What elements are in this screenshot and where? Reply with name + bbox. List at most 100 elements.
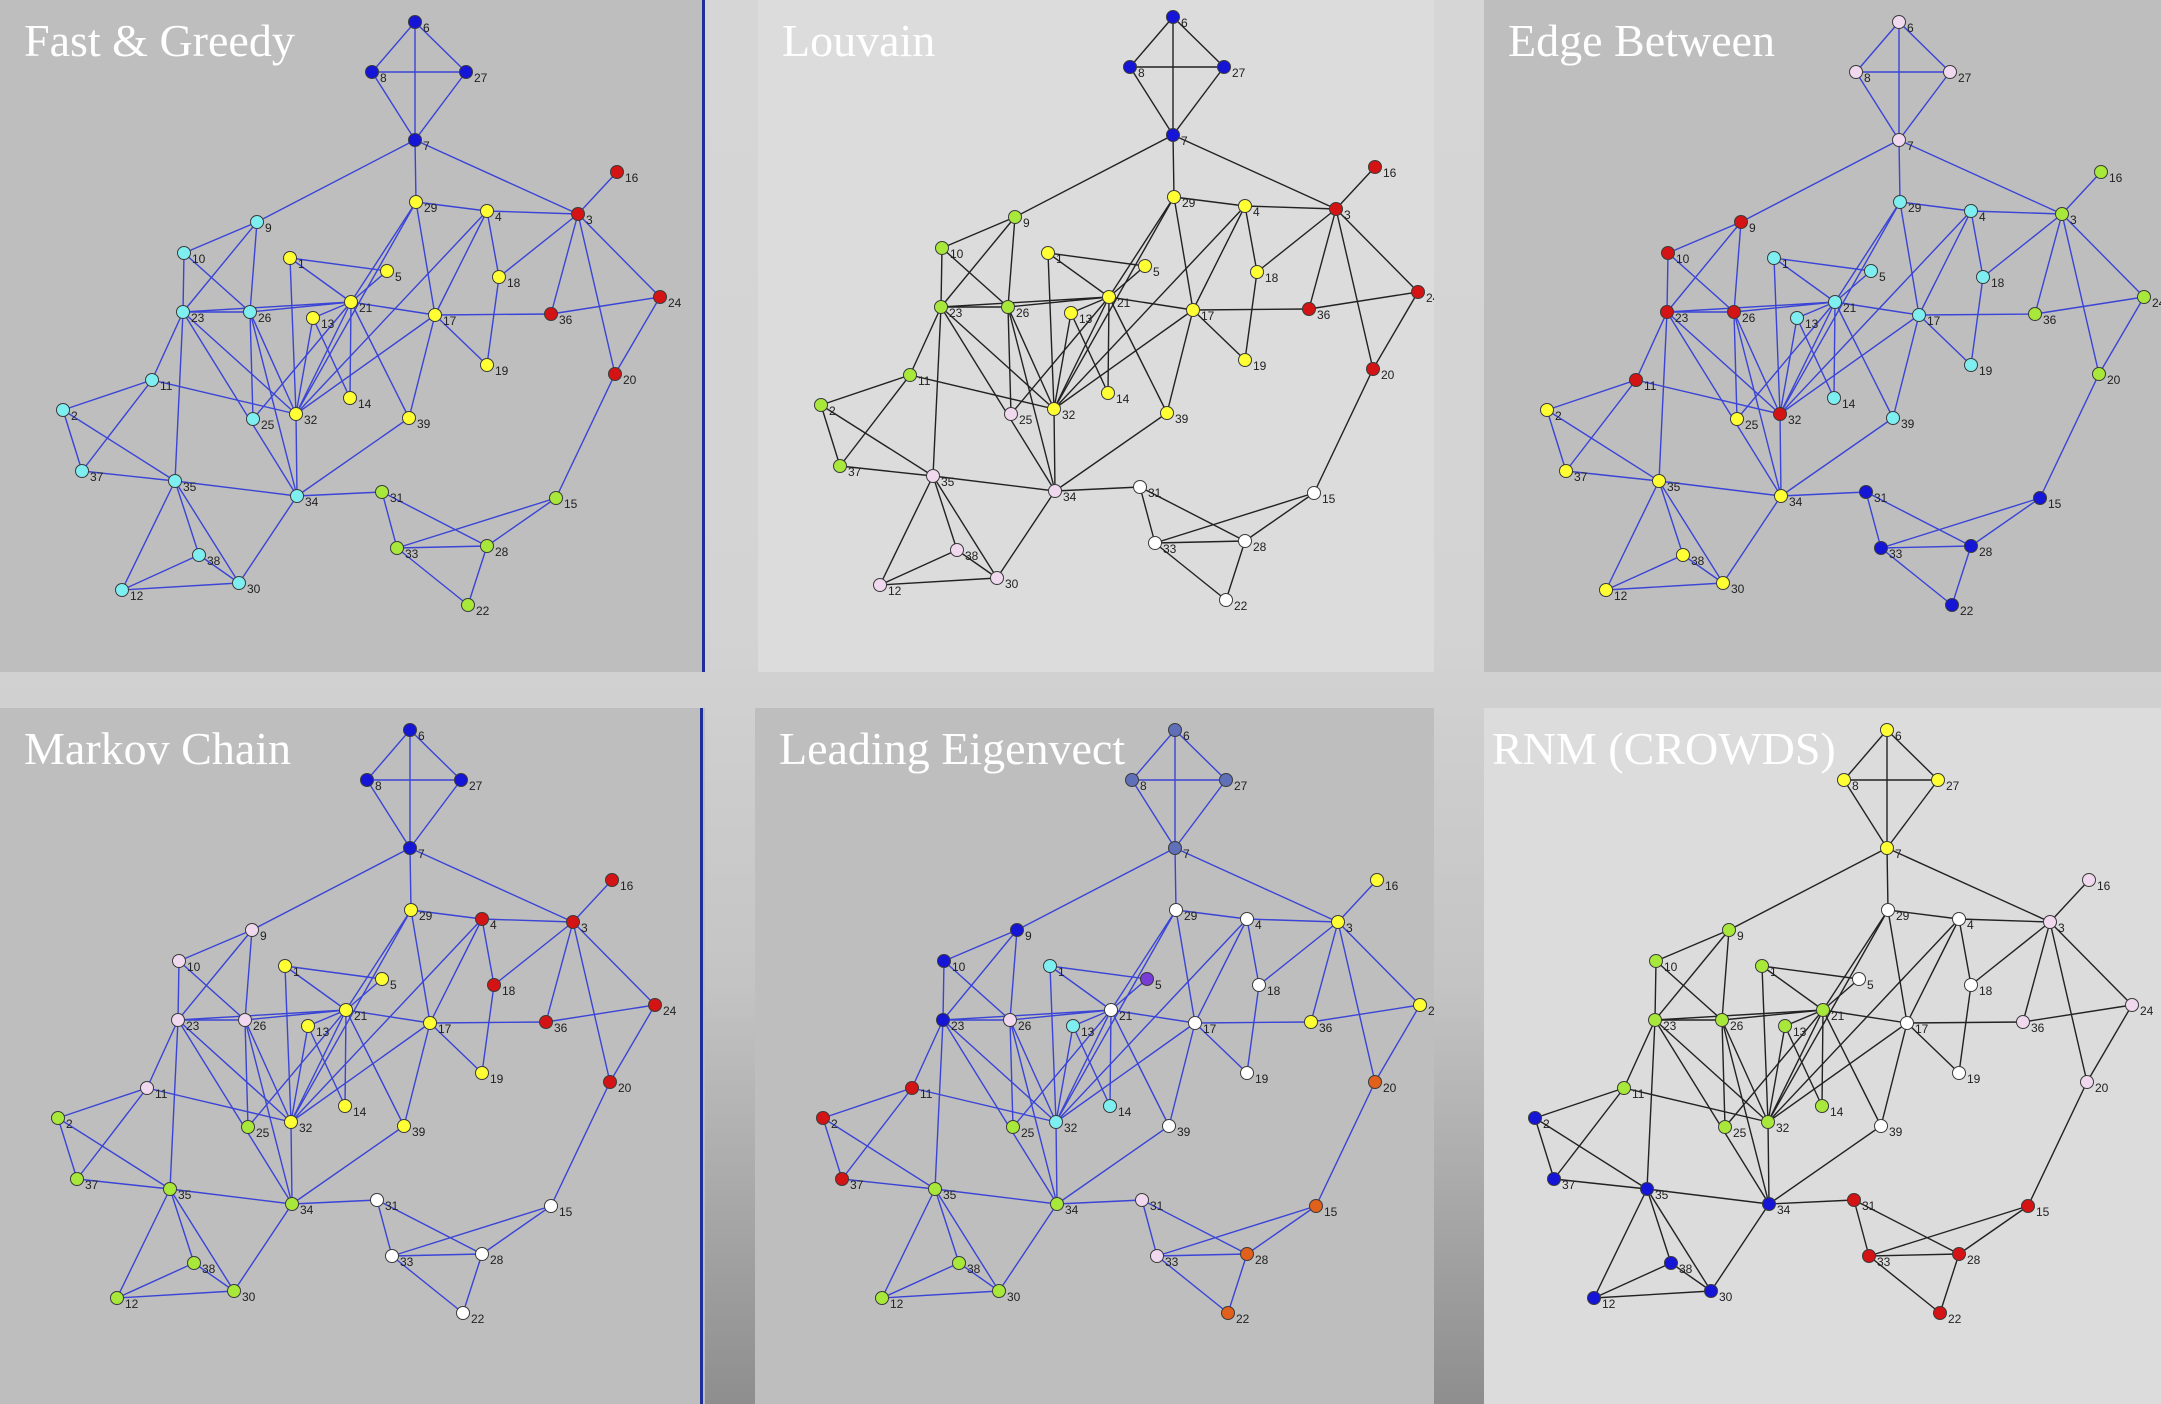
graph-node [1006,1120,1020,1134]
node-label: 21 [354,1009,368,1023]
node-label: 19 [1979,364,1993,378]
graph-edge [1898,139,2063,215]
graph-node [1716,576,1730,590]
graph-edge [940,247,943,308]
graph-edge [1710,1203,1770,1292]
node-label: 26 [1730,1019,1744,1033]
graph-edge [1070,312,1109,394]
graph-edge [481,984,495,1074]
graph-edge [941,216,1016,249]
node-label: 20 [1381,368,1395,382]
graph-edge [932,306,942,477]
graph-node [926,469,940,483]
graph-edge [909,374,1055,410]
graph-edge [414,139,579,215]
graph-edge [820,404,841,467]
node-label: 23 [949,306,963,320]
graph-node [1368,160,1382,174]
network-graph: 1234567891011121314151617181920212223242… [1528,723,2154,1326]
graph-edge [958,1262,1000,1292]
node-label: 15 [2036,1205,2050,1219]
graph-node [403,841,417,855]
graph-edge [1654,929,1730,1021]
graph-edge [1056,1199,1143,1205]
graph-node [934,300,948,314]
graph-edge [1767,1025,1786,1123]
graph-edge [193,1262,235,1292]
node-label: 27 [1958,71,1972,85]
graph-node [1790,311,1804,325]
graph-edge [409,729,462,781]
graph-node [370,1193,384,1207]
graph-node [1167,190,1181,204]
graph-edge [121,554,200,591]
graph-edge [403,1022,431,1127]
graph-edge [1722,495,1782,584]
node-label: 19 [495,364,509,378]
node-label: 1 [298,257,305,271]
graph-edge [1055,1121,1058,1205]
graph-node [1366,362,1380,376]
graph-node [1893,195,1907,209]
node-label: 6 [1181,16,1188,30]
graph-node [227,1284,241,1298]
graph-edge [1308,208,1337,310]
graph-node [1188,1016,1202,1030]
graph-node [385,1249,399,1263]
graph-node [1252,978,1266,992]
graph-node [2055,207,2069,221]
graph-edge [1227,1253,1248,1314]
graph-edge [934,1019,944,1190]
graph-node [172,954,186,968]
graph-edge [1055,1022,1196,1123]
graph-edge [307,1025,346,1107]
graph-edge [76,1178,171,1190]
node-label: 18 [1267,984,1281,998]
node-label: 10 [1676,252,1690,266]
graph-edge [178,960,246,1021]
graph-edge [1565,470,1660,482]
node-label: 5 [1879,270,1886,284]
panel-louvain: 1234567891011121314151617181920212223242… [758,0,1434,672]
graph-edge [1654,1009,1824,1021]
graph-node [648,998,662,1012]
graph-edge [295,317,314,415]
graph-node [278,959,292,973]
graph-edge [911,1087,1057,1123]
node-label: 8 [375,779,382,793]
node-label: 3 [2058,921,2065,935]
graph-edge [1886,729,1939,781]
graph-edge [2027,1081,2088,1207]
graph-edge [1779,201,1901,415]
graph-edge [1007,216,1016,308]
node-label: 12 [890,1297,904,1311]
graph-edge [1768,1125,1882,1205]
graph-edge [879,577,998,586]
graph-node [928,1182,942,1196]
graph-node [115,583,129,597]
graph-edge [577,213,616,375]
graph-edge [238,495,298,584]
graph-edge [1049,965,1112,1011]
graph-edge [295,301,352,415]
graph-edge [1129,16,1174,68]
graph-node [875,1291,889,1305]
node-label: 4 [1253,205,1260,219]
node-label: 28 [1979,545,1993,559]
node-label: 22 [476,604,490,618]
graph-node [176,305,190,319]
node-label: 39 [1175,412,1189,426]
node-label: 22 [1236,1312,1250,1326]
node-label: 33 [1877,1255,1891,1269]
node-label: 25 [1021,1126,1035,1140]
graph-node [461,598,475,612]
graph-edge [182,301,352,313]
node-label: 24 [668,296,682,310]
graph-edge [409,847,574,923]
graph-edge [174,480,200,556]
graph-edge [1139,486,1156,544]
graph-node [454,773,468,787]
graph-edge [881,1188,936,1299]
graph-edge [1646,1188,1770,1205]
